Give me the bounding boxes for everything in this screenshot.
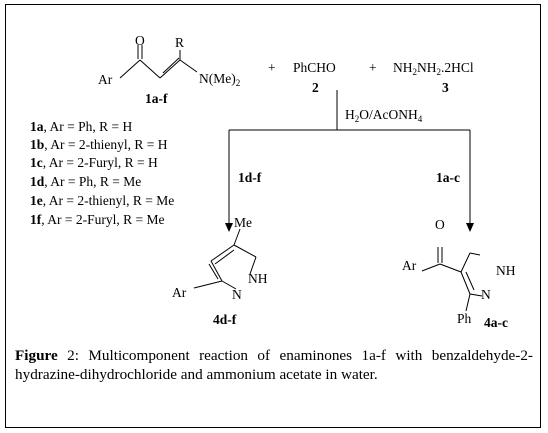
benzaldehyde-formula: PhCHO [293,60,336,75]
bond-c3-n [179,59,198,73]
right-product-nh: NH [496,263,516,278]
caption-text: : Multicomponent reaction of enaminones … [15,347,533,383]
reaction-conditions: H2O/AcONH4 [345,107,423,124]
substituent-row: 1a, Ar = Ph, R = H [30,119,132,134]
enaminone-ar: Ar [98,72,113,87]
substituent-row: 1c, Ar = 2-Furyl, R = H [30,155,158,170]
left-ring-bond-4 [221,280,237,290]
enaminone-label: 1a-f [145,91,168,106]
bond-c2-c3-double [162,57,180,74]
left-ring-bond-2 [233,244,257,258]
right-product-label: 4a-c [484,315,508,330]
right-bond-ar [421,263,441,272]
right-bond-ph [465,293,471,312]
enaminone-oxygen: O [135,33,145,48]
right-product-oxygen: O [435,217,445,232]
right-ring-bond-3-double [465,271,475,291]
substituent-list: 1a, Ar = Ph, R = H 1b, Ar = 2-thienyl, R… [30,119,174,227]
figure-frame [5,4,541,428]
plus-sign-1: + [268,60,276,75]
caption-prefix: Figure [15,347,58,364]
left-product-ar: Ar [172,285,187,300]
right-product-n: N [481,287,491,302]
left-product-n: N [232,287,242,302]
hydrazine-label: 3 [442,80,449,95]
right-product-ar: Ar [402,258,417,273]
enaminone-r: R [175,35,184,50]
right-bond-carbonyl [439,263,462,273]
left-product-nh: NH [248,271,268,286]
benzaldehyde-label: 2 [312,80,319,95]
plus-sign-2: + [369,60,377,75]
left-ring-bond-1 [210,244,235,262]
right-ring-bond-1 [469,252,481,256]
left-branch-label: 1d-f [238,170,262,185]
bond-c2-c3 [159,59,181,79]
left-ring-bond-3 [249,256,257,275]
left-bond-ar [193,280,223,289]
right-branch-label: 1a-c [436,170,460,185]
right-ring-bond-2 [460,252,471,273]
bond-ar-carbonyl [119,59,141,79]
left-arrow-head [225,223,233,232]
substituent-row: 1d, Ar = Ph, R = Me [30,174,141,189]
left-ring-bond-1-double [214,249,235,265]
substituent-row: 1b, Ar = 2-thienyl, R = H [30,137,168,152]
enaminone-amine: N(Me)2 [199,71,240,88]
right-ring-bond-4 [469,293,483,297]
left-ring-bond-5-double [208,263,219,280]
right-product-ph: Ph [457,311,472,326]
right-ring-bond-3 [460,271,471,295]
right-arrow-head [466,223,474,232]
figure-caption: Figure 2: Multicomponent reaction of ena… [15,347,533,384]
hydrazine-formula: NH2NH2.2HCl [393,60,474,77]
bond-c1-c2 [139,59,161,79]
left-product-label: 4d-f [213,312,237,327]
left-product-methyl: Me [234,215,252,230]
caption-number: 2 [57,347,75,364]
left-bond-me [233,228,241,246]
substituent-row: 1e, Ar = 2-thienyl, R = Me [30,193,174,208]
left-ring-bond-5 [210,260,223,282]
substituent-row: 1f, Ar = 2-Furyl, R = Me [30,212,164,227]
